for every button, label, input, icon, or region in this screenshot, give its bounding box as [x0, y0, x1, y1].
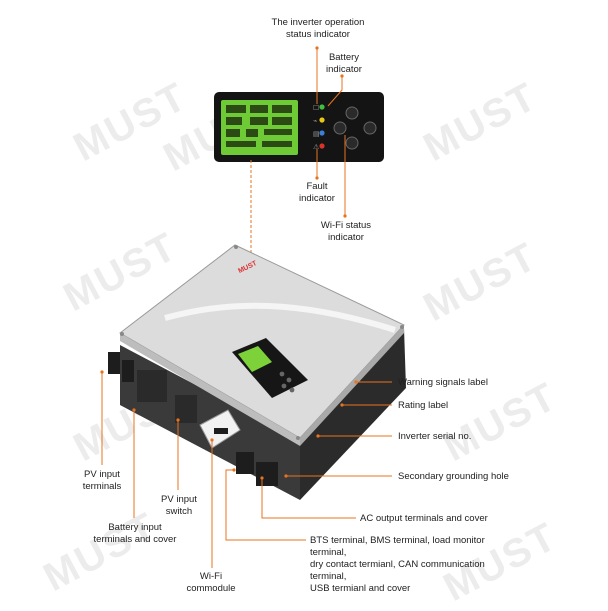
label-fault-indicator: Fault indicator — [299, 181, 335, 204]
control-panel: ☐ ⌁ ▤ ⚠ — [214, 92, 384, 162]
inverter-body — [108, 244, 406, 500]
label-bts-terminals: BTS terminal, BMS terminal, load monitor… — [310, 535, 485, 594]
label-battery-indicator: Battery indicator — [326, 52, 362, 75]
svg-text:▤: ▤ — [313, 130, 320, 138]
wifi-led — [319, 130, 325, 136]
panel-button-down — [345, 136, 359, 150]
label-warning-signals: Warning signals label — [398, 377, 488, 388]
fault-led — [319, 143, 325, 149]
svg-text:⌁: ⌁ — [313, 117, 317, 125]
panel-button-up — [345, 106, 359, 120]
label-serial: Inverter serial no. — [398, 431, 472, 442]
label-pv-switch: PV input switch — [161, 494, 197, 517]
battery-led — [319, 117, 325, 123]
label-pv-input-terminals: PV input terminals — [82, 469, 122, 492]
label-wifi-module: Wi-Fi commodule — [186, 571, 236, 594]
label-operation-status: The inverter operation status indicator — [271, 17, 365, 40]
label-grounding: Secondary grounding hole — [398, 471, 509, 482]
svg-text:☐: ☐ — [313, 104, 319, 112]
top-leaders — [316, 48, 346, 216]
left-leaders — [101, 372, 213, 568]
label-wifi-status: Wi-Fi status indicator — [320, 220, 372, 243]
svg-text:⚠: ⚠ — [313, 143, 320, 151]
panel-button-esc — [333, 121, 347, 135]
operation-led — [319, 104, 325, 110]
right-leaders — [225, 381, 392, 541]
label-rating: Rating label — [398, 400, 449, 411]
label-ac-output: AC output terminals and cover — [360, 513, 488, 524]
panel-button-ok — [363, 121, 377, 135]
label-battery-input: Battery input terminals and cover — [93, 522, 177, 545]
